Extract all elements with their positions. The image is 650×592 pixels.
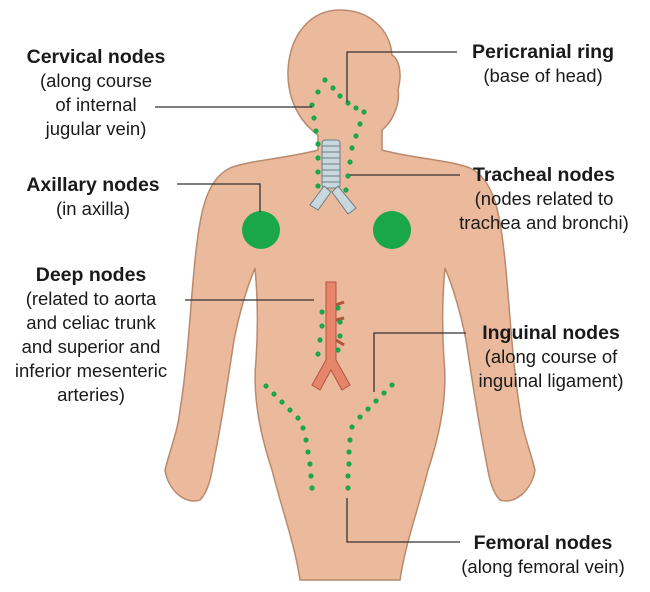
pericranial-node-dot xyxy=(353,105,359,111)
cervical-node-dot xyxy=(313,128,319,134)
label-cervical-line: (along course xyxy=(39,70,153,91)
trachea xyxy=(309,139,357,215)
label-pericranial: Pericranial ring (base of head) xyxy=(452,40,634,88)
inguinal-node-dot xyxy=(373,398,379,404)
label-deep-line: inferior mesenteric xyxy=(14,360,168,381)
label-deep-line: (related to aorta xyxy=(25,288,157,309)
deep-node-dot xyxy=(319,323,325,329)
label-cervical-line: jugular vein) xyxy=(45,118,147,139)
cervical-node-dot xyxy=(309,102,315,108)
label-axillary: Axillary nodes (in axilla) xyxy=(12,173,174,221)
femoral-node-dot xyxy=(305,449,311,455)
cervical-node-dot xyxy=(315,155,321,161)
pericranial-node-dot xyxy=(347,159,353,165)
inguinal-node-dot xyxy=(349,424,355,430)
inguinal-node-dot xyxy=(365,406,371,412)
femoral-node-dot xyxy=(308,473,314,479)
label-femoral-line: (along femoral vein) xyxy=(461,556,625,577)
femoral-node-dot xyxy=(345,485,351,491)
inguinal-node-dot xyxy=(300,425,306,431)
deep-node-dot xyxy=(337,333,343,339)
label-deep-line: and superior and xyxy=(21,336,161,357)
deep-node-dot xyxy=(317,337,323,343)
femoral-node-dot xyxy=(303,437,309,443)
label-cervical: Cervical nodes (along course of internal… xyxy=(8,45,184,141)
femoral-node-dot xyxy=(346,461,352,467)
leader-axillary xyxy=(177,183,261,212)
cervical-node-dot xyxy=(315,183,321,189)
inguinal-node-dot xyxy=(389,382,395,388)
deep-node-dot xyxy=(335,305,341,311)
label-deep-line: and celiac trunk xyxy=(26,312,156,333)
pericranial-node-dot xyxy=(345,100,351,106)
label-deep: Deep nodes (related to aorta and celiac … xyxy=(0,263,182,407)
inguinal-node-dot xyxy=(279,399,285,405)
cervical-node-dot xyxy=(315,141,321,147)
label-pericranial-title: Pericranial ring xyxy=(472,41,614,63)
label-tracheal: Tracheal nodes (nodes related to trachea… xyxy=(440,163,648,235)
leader-femoral xyxy=(346,498,460,543)
femoral-node-dot xyxy=(345,473,351,479)
femoral-node-dot xyxy=(309,485,315,491)
femoral-node-dot xyxy=(347,437,353,443)
aorta xyxy=(311,281,351,391)
axillary-node-right xyxy=(242,211,280,249)
label-cervical-title: Cervical nodes xyxy=(26,46,166,68)
cervical-node-dot xyxy=(315,169,321,175)
label-femoral: Femoral nodes (along femoral vein) xyxy=(445,531,641,579)
label-deep-title: Deep nodes xyxy=(35,264,147,286)
inguinal-node-dot xyxy=(295,415,301,421)
label-inguinal: Inguinal nodes (along course of inguinal… xyxy=(462,321,640,393)
leader-inguinal xyxy=(373,332,466,392)
pericranial-node-dot xyxy=(361,109,367,115)
cervical-node-dot xyxy=(311,115,317,121)
label-tracheal-title: Tracheal nodes xyxy=(473,164,615,186)
pericranial-node-dot xyxy=(337,93,343,99)
inguinal-node-dot xyxy=(381,390,387,396)
label-axillary-line: (in axilla) xyxy=(55,198,131,219)
cervical-node-dot xyxy=(315,89,321,95)
pericranial-node-dot xyxy=(330,85,336,91)
deep-node-dot xyxy=(319,309,325,315)
pericranial-node-dot xyxy=(343,187,349,193)
femoral-node-dot xyxy=(307,461,313,467)
pericranial-node-dot xyxy=(349,145,355,151)
label-pericranial-line: (base of head) xyxy=(483,65,603,86)
pericranial-node-dot xyxy=(357,121,363,127)
label-tracheal-line: trachea and bronchi) xyxy=(459,212,629,233)
inguinal-node-dot xyxy=(271,391,277,397)
inguinal-node-dot xyxy=(263,383,269,389)
deep-node-dot xyxy=(335,347,341,353)
cervical-node-dot xyxy=(322,77,328,83)
pericranial-node-dot xyxy=(353,133,359,139)
human-body-silhouette xyxy=(164,9,536,581)
axillary-node-left xyxy=(373,211,411,249)
label-deep-line: arteries) xyxy=(57,384,125,405)
leader-pericranial xyxy=(346,51,457,102)
deep-node-dot xyxy=(337,319,343,325)
femoral-node-dot xyxy=(346,449,352,455)
label-inguinal-title: Inguinal nodes xyxy=(482,322,620,344)
pericranial-node-dot xyxy=(345,173,351,179)
label-axillary-title: Axillary nodes xyxy=(26,174,160,196)
deep-node-dot xyxy=(315,351,321,357)
label-inguinal-line: inguinal ligament) xyxy=(478,370,624,391)
label-cervical-line: of internal xyxy=(55,94,137,115)
inguinal-node-dot xyxy=(287,407,293,413)
label-tracheal-line: (nodes related to xyxy=(474,188,614,209)
inguinal-node-dot xyxy=(357,414,363,420)
label-femoral-title: Femoral nodes xyxy=(473,532,613,554)
label-inguinal-line: (along course of xyxy=(484,346,618,367)
